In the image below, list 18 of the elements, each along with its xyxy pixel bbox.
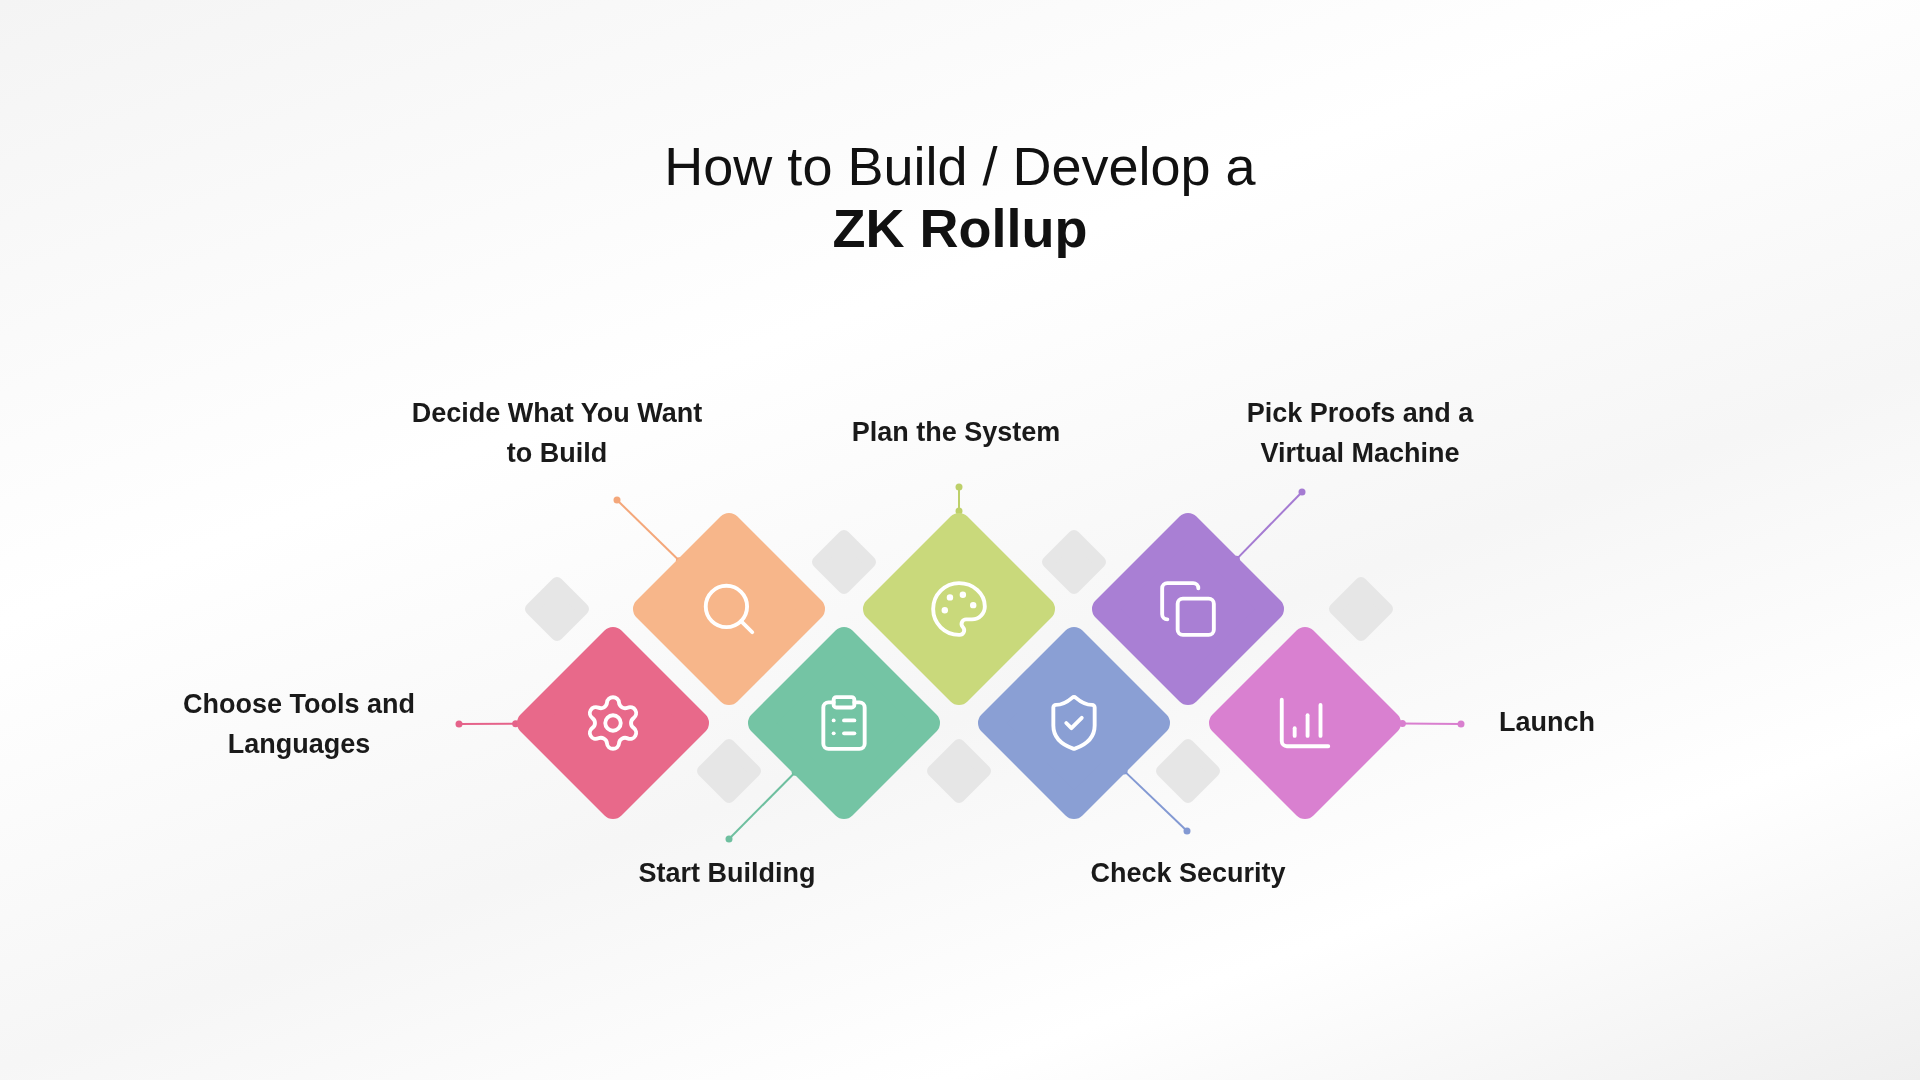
step-label: Plan the System bbox=[806, 412, 1106, 452]
step-label: Launch bbox=[1477, 702, 1617, 742]
step-label: Start Building bbox=[607, 853, 847, 893]
leader-line bbox=[455, 720, 520, 728]
step-diamond bbox=[746, 625, 942, 821]
step-diamond bbox=[631, 511, 827, 707]
leader-line bbox=[1398, 720, 1465, 728]
step-label: Decide What You Want to Build bbox=[407, 393, 707, 473]
step-diamond bbox=[976, 625, 1172, 821]
step-diamond bbox=[861, 511, 1057, 707]
title: How to Build / Develop a ZK Rollup bbox=[663, 135, 1257, 259]
step-diamond bbox=[515, 625, 711, 821]
step-diamond bbox=[1090, 511, 1286, 707]
leader-line bbox=[955, 483, 963, 515]
step-diamond bbox=[1207, 625, 1403, 821]
step-label: Choose Tools and Languages bbox=[149, 684, 449, 764]
step-label: Check Security bbox=[1068, 853, 1308, 893]
step-label: Pick Proofs and a Virtual Machine bbox=[1210, 393, 1510, 473]
